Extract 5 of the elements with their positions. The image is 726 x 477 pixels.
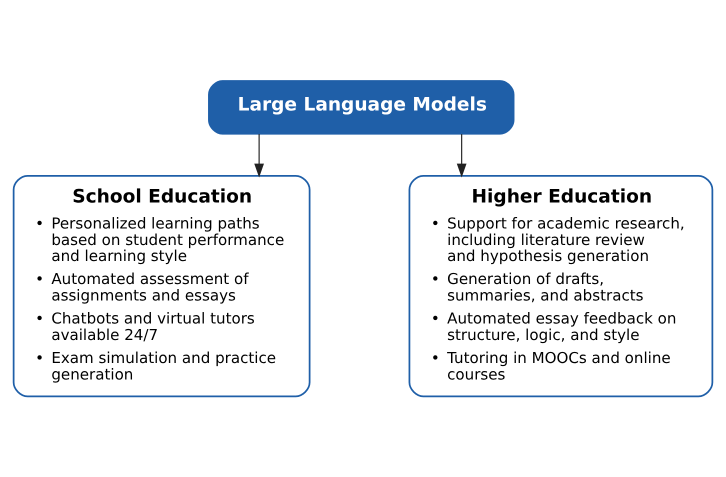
arrow	[456, 134, 467, 178]
node-box: School Education • Personalized learning paths based on student performance and learning style • Automated assessment of assignments and essays • Chatbots and virtual tutors available 24/7 • Exam simulation and practice generation	[12, 174, 310, 398]
node-box: Higher Education • Support for academic research, including literature review and hypothesis generation • Generation of drafts, summaries, and abstracts • Automated essay feedback on structure, logic, and style • Tutoring in MOOCs and online courses	[408, 174, 714, 398]
node-box: Large Language Models	[208, 80, 514, 135]
arrow	[254, 134, 264, 178]
